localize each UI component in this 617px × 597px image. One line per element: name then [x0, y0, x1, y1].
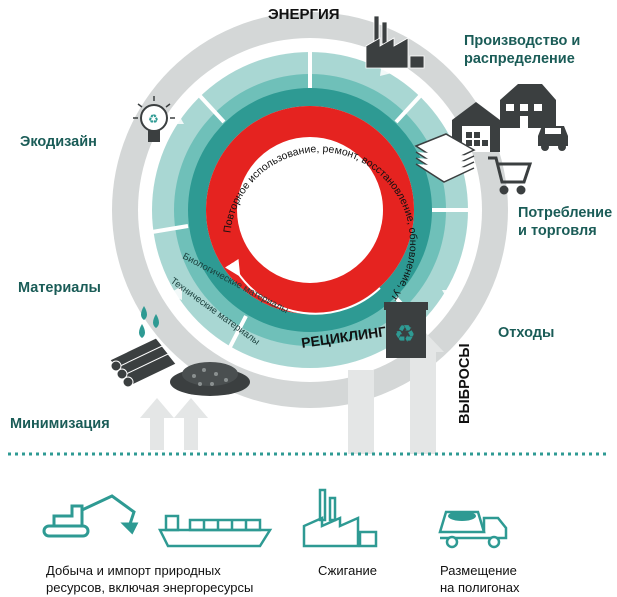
- extraction-caption: Добыча и импорт природных ресурсов, вклю…: [46, 562, 253, 596]
- svg-text:♻: ♻: [394, 320, 416, 348]
- water-drops-icon: [139, 306, 159, 338]
- consumption-label: Потребление и торговля: [518, 204, 612, 240]
- car-icon: [538, 126, 568, 151]
- production-label-line2: распределение: [464, 51, 575, 67]
- house-icon: [500, 84, 556, 128]
- paper-stack-icon: [414, 133, 476, 183]
- svg-text:♻: ♻: [148, 112, 159, 126]
- incineration-caption: Сжигание: [318, 563, 377, 578]
- minimization-label: Минимизация: [10, 416, 110, 432]
- landfill-caption-line2: на полигонах: [440, 580, 520, 595]
- recycle-bin-icon: ♻: [384, 302, 428, 358]
- extraction-caption-line1: Добыча и импорт природных: [46, 563, 221, 578]
- factory-icon: [365, 15, 425, 69]
- energy-label: ЭНЕРГИЯ: [268, 6, 340, 23]
- emissions-label: ВЫБРОСЫ: [457, 343, 473, 424]
- shopping-cart-icon: [488, 156, 533, 195]
- lightbulb-icon: ♻: [133, 96, 175, 142]
- dump-truck-icon: [438, 510, 508, 549]
- landfill-caption: Размещение на полигонах: [440, 562, 519, 596]
- materials-label: Материалы: [18, 280, 101, 296]
- extraction-caption-line2: ресурсов, включая энергоресурсы: [46, 580, 254, 595]
- consumption-label-line1: Потребление: [518, 205, 613, 221]
- landfill-caption-line1: Размещение: [440, 563, 517, 578]
- incinerator-icon: [302, 488, 378, 548]
- granules-icon: [170, 362, 250, 396]
- cargo-ship-icon: [157, 514, 273, 548]
- warehouse-icon: [452, 102, 500, 152]
- flow-arrows: [140, 330, 444, 454]
- reuse-red-ring: [206, 106, 414, 315]
- logs-icon: [109, 337, 177, 388]
- production-label: Производство и распределение: [464, 32, 580, 68]
- ecodesign-label: Экодизайн: [20, 134, 97, 150]
- consumption-label-line2: и торговля: [518, 223, 597, 239]
- waste-label: Отходы: [498, 325, 555, 341]
- production-label-line1: Производство и: [464, 33, 581, 49]
- excavator-icon: [42, 494, 139, 538]
